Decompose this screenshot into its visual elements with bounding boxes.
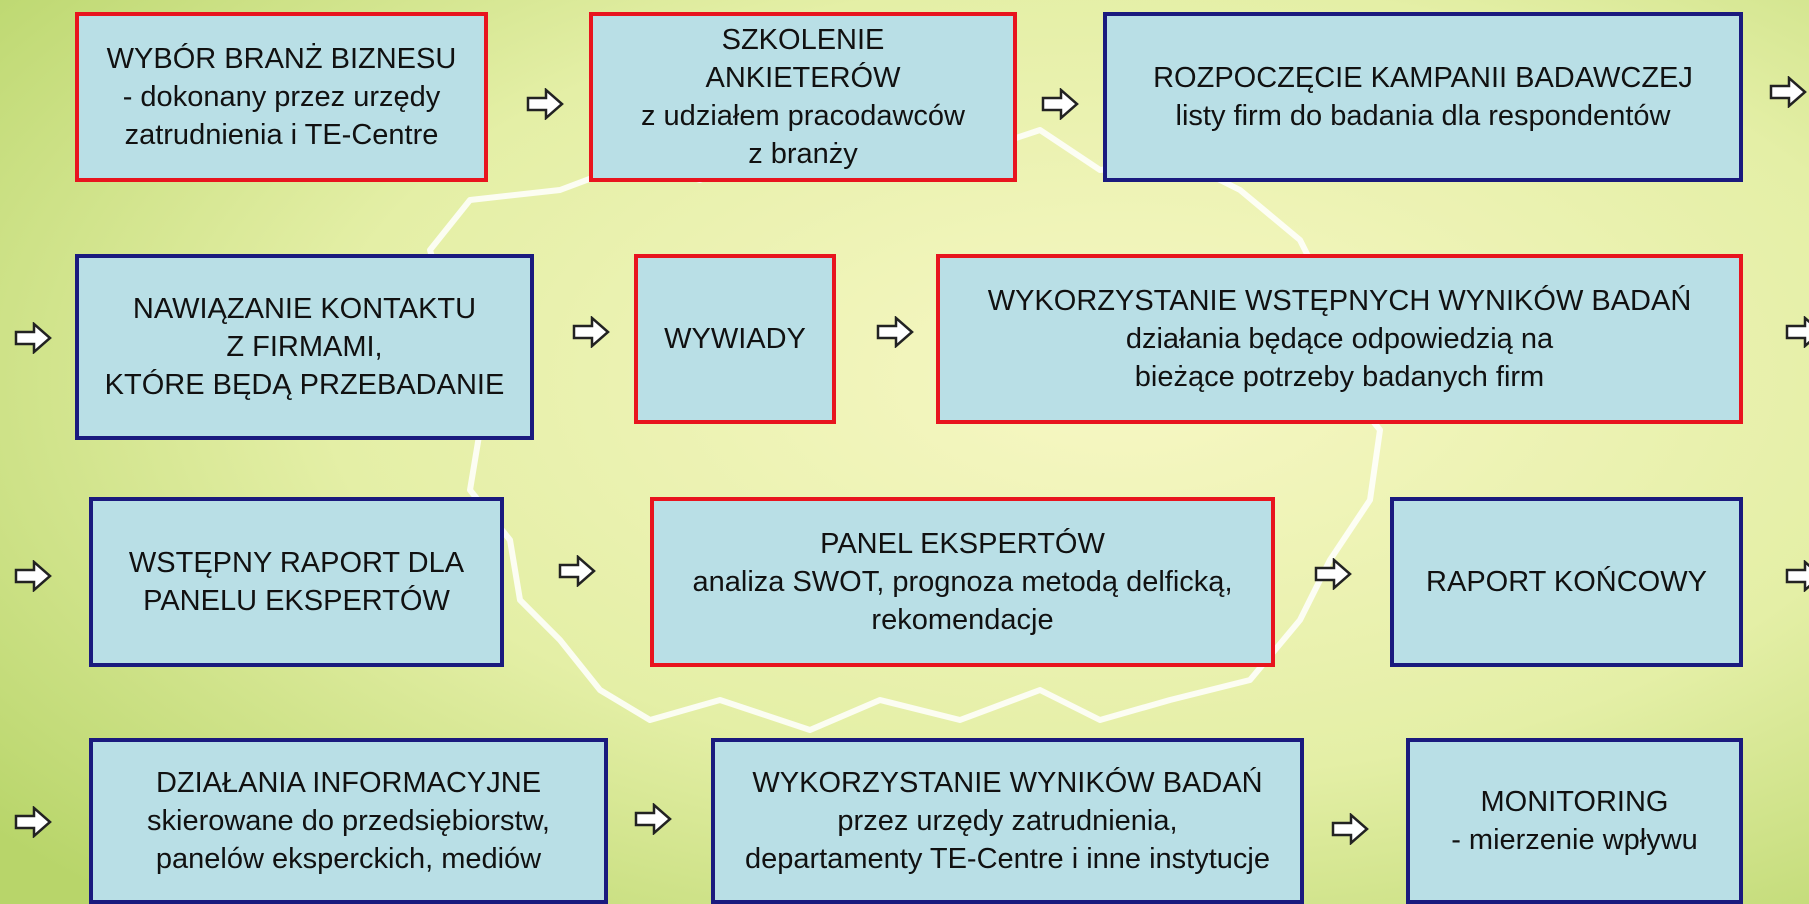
step-wywiady: WYWIADY	[634, 254, 836, 424]
step-text: - mierzenie wpływu	[1451, 824, 1698, 856]
step-text: PANEL EKSPERTÓW	[820, 528, 1105, 560]
step-text: WYWIADY	[664, 323, 806, 355]
step-text: ROZPOCZĘCIE KAMPANII BADAWCZEJ	[1153, 62, 1693, 94]
arrow-right-icon	[14, 560, 52, 592]
step-text: WSTĘPNY RAPORT DLA	[128, 547, 465, 579]
arrow-right-icon	[876, 316, 914, 348]
step-wybor-branz: WYBÓR BRANŻ BIZNESU - dokonany przez urz…	[75, 12, 488, 182]
step-monitoring: MONITORING - mierzenie wpływu	[1406, 738, 1743, 904]
step-text: NAWIĄZANIE KONTAKTU	[132, 293, 477, 325]
step-text: ANKIETERÓW	[705, 62, 901, 94]
step-panel-ekspertow: PANEL EKSPERTÓW analiza SWOT, prognoza m…	[650, 497, 1275, 667]
step-text: - dokonany przez urzędy	[122, 81, 441, 113]
step-wstepny-raport: WSTĘPNY RAPORT DLA PANELU EKSPERTÓW	[89, 497, 504, 667]
step-wykorzystanie-wstepnych-wynikow: WYKORZYSTANIE WSTĘPNYCH WYNIKÓW BADAŃ dz…	[936, 254, 1743, 424]
step-text: panelów eksperckich, mediów	[155, 843, 542, 875]
arrow-right-icon	[558, 555, 596, 587]
step-wykorzystanie-wynikow: WYKORZYSTANIE WYNIKÓW BADAŃ przez urzędy…	[711, 738, 1304, 904]
step-text: z udziałem pracodawców	[641, 100, 965, 132]
arrow-right-icon	[14, 806, 52, 838]
step-nawiazanie-kontaktu: NAWIĄZANIE KONTAKTU Z FIRMAMI, KTÓRE BĘD…	[75, 254, 534, 440]
arrow-right-icon	[1769, 76, 1807, 108]
step-text: KTÓRE BĘDĄ PRZEBADANIE	[104, 369, 505, 401]
step-text: WYKORZYSTANIE WSTĘPNYCH WYNIKÓW BADAŃ	[987, 285, 1692, 317]
step-dzialania-informacyjne: DZIAŁANIA INFORMACYJNE skierowane do prz…	[89, 738, 608, 904]
step-text: SZKOLENIE	[721, 24, 885, 56]
step-text: WYBÓR BRANŻ BIZNESU	[106, 43, 457, 75]
step-text: RAPORT KOŃCOWY	[1426, 566, 1707, 598]
step-text: skierowane do przedsiębiorstw,	[147, 805, 550, 837]
step-text: WYKORZYSTANIE WYNIKÓW BADAŃ	[752, 767, 1263, 799]
arrow-right-icon	[1785, 316, 1809, 348]
arrow-right-icon	[526, 88, 564, 120]
step-text: Z FIRMAMI,	[226, 331, 383, 363]
step-szkolenie-ankieterow: SZKOLENIE ANKIETERÓW z udziałem pracodaw…	[589, 12, 1017, 182]
step-text: działania będące odpowiedzią na	[1125, 323, 1554, 355]
step-text: analiza SWOT, prognoza metodą delficką,	[692, 566, 1233, 598]
step-text: departamenty TE-Centre i inne instytucje	[745, 843, 1270, 875]
arrow-right-icon	[14, 322, 52, 354]
step-raport-koncowy: RAPORT KOŃCOWY	[1390, 497, 1743, 667]
step-text: przez urzędy zatrudnienia,	[837, 805, 1178, 837]
step-text: MONITORING	[1480, 786, 1669, 818]
arrow-right-icon	[1785, 560, 1809, 592]
step-text: DZIAŁANIA INFORMACYJNE	[155, 767, 542, 799]
step-text: bieżące potrzeby badanych firm	[1134, 361, 1545, 393]
arrow-right-icon	[634, 803, 672, 835]
arrow-right-icon	[1041, 88, 1079, 120]
step-text: z branży	[748, 138, 858, 170]
step-text: zatrudnienia i TE-Centre	[124, 119, 439, 151]
step-text: PANELU EKSPERTÓW	[143, 585, 450, 617]
arrow-right-icon	[1314, 558, 1352, 590]
step-rozpoczecie-kampanii: ROZPOCZĘCIE KAMPANII BADAWCZEJ listy fir…	[1103, 12, 1743, 182]
step-text: rekomendacje	[871, 604, 1054, 636]
arrow-right-icon	[1331, 813, 1369, 845]
arrow-right-icon	[572, 316, 610, 348]
step-text: listy firm do badania dla respondentów	[1175, 100, 1671, 132]
